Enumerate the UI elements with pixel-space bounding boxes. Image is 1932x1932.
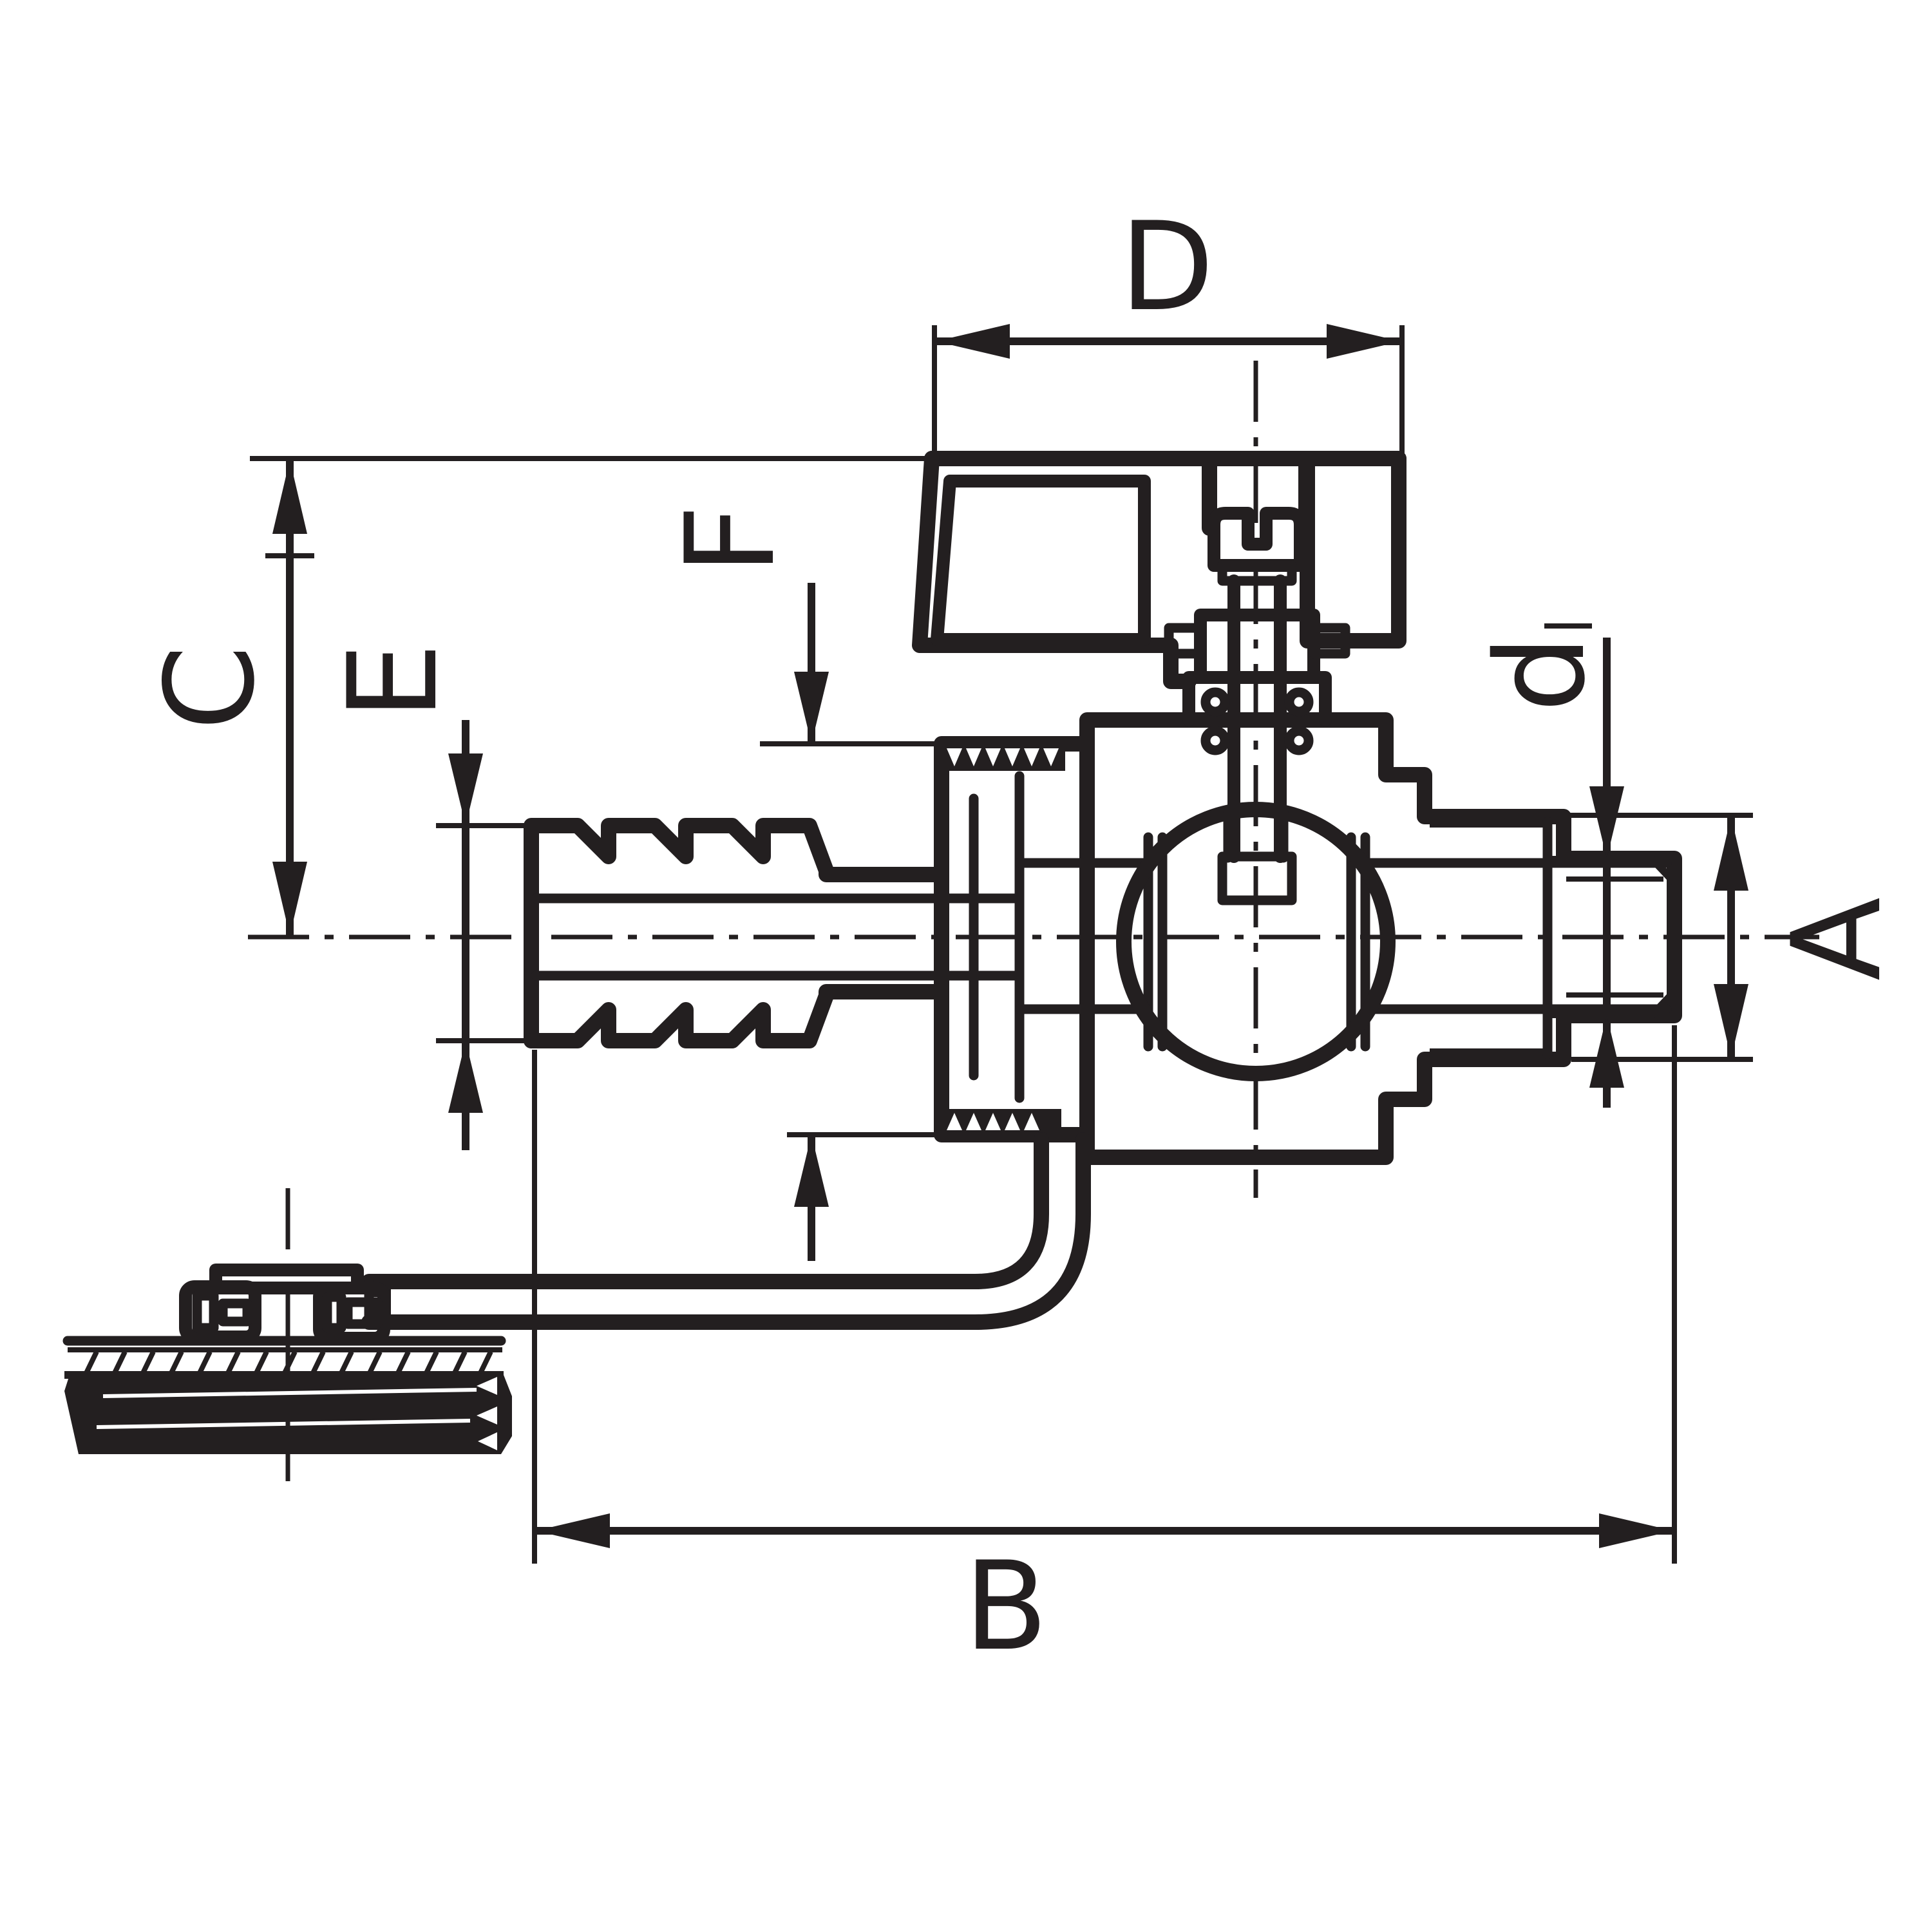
- lug-window: [343, 1297, 383, 1329]
- knurl-notch: [966, 1113, 981, 1130]
- tube-outer-wall: [361, 1132, 1091, 1330]
- flow-bore-lines: [1014, 858, 1672, 1014]
- barb-top-profile: [524, 818, 949, 1048]
- dim-F-extension-lines: [760, 741, 942, 1137]
- thread-root-lines: [1566, 876, 1663, 998]
- knurl-notch: [1024, 748, 1039, 766]
- barb-bottom-profile: [524, 984, 949, 1048]
- stem-seal-oring: [1200, 726, 1230, 755]
- lug-window: [192, 1291, 219, 1333]
- dim-E-extension-lines: [436, 823, 532, 1043]
- dimension-C: C: [139, 456, 932, 936]
- dim-B-arrow-left: [536, 1513, 610, 1548]
- knurl-notch: [947, 748, 962, 766]
- dim-d-arrow-down: [1589, 786, 1624, 858]
- lug-window: [218, 1298, 252, 1327]
- tube-inner-wall: [361, 1132, 1049, 1289]
- bonnet-flange: [1182, 671, 1332, 726]
- stem-shaft: [1227, 574, 1287, 863]
- dim-d-tick-lines: [1549, 856, 1639, 1018]
- drain-cap: [62, 1264, 512, 1481]
- dim-label-e: E: [322, 643, 464, 720]
- knurl-notch: [985, 748, 1001, 766]
- ball-seats: [1143, 832, 1370, 1052]
- dim-label-d-upper: D: [1120, 196, 1214, 338]
- stem-seal-oring: [1200, 687, 1230, 717]
- stem-seal-oring: [1284, 687, 1314, 717]
- dim-label-b: B: [964, 1535, 1048, 1678]
- drain-tube: [361, 1132, 1091, 1330]
- body-outline: [1079, 712, 1682, 1165]
- knurl-notch: [1005, 748, 1020, 766]
- dim-label-d-lower: d: [1470, 635, 1612, 713]
- knurl-notch: [985, 1113, 1001, 1130]
- cap-band-highlight: [102, 1388, 477, 1398]
- dimension-D: D: [932, 196, 1405, 454]
- dim-D-extension-lines: [932, 325, 1405, 454]
- dim-E-arrow-down: [448, 753, 483, 826]
- cap-knurl-hatch: [84, 1350, 493, 1374]
- lug-window: [322, 1292, 346, 1333]
- dim-D-arrow-left: [936, 324, 1010, 359]
- union-nut: [934, 736, 1095, 1142]
- dim-F-arrow-down: [794, 672, 829, 744]
- dimension-d: d: [1470, 623, 1639, 1108]
- dim-A-extension-lines: [1553, 813, 1753, 1062]
- dim-d-arrow-up: [1589, 1016, 1624, 1088]
- dim-E-arrow-up: [448, 1041, 483, 1113]
- handle-right-block: [1300, 451, 1406, 649]
- cap-edge-notch: [478, 1432, 497, 1450]
- knurl-notch: [1024, 1113, 1039, 1130]
- ball: [1116, 802, 1396, 1081]
- screw-washer: [1217, 560, 1297, 586]
- cap-band-highlight: [96, 1419, 471, 1429]
- dim-D-arrow-right: [1327, 324, 1401, 359]
- dim-A-arrow-down: [1714, 984, 1748, 1058]
- dimension-F: F: [659, 504, 942, 1261]
- dimension-B: B: [532, 1025, 1677, 1678]
- stem-assembly: [1164, 457, 1350, 905]
- collar-chamfer-lines: [1430, 822, 1544, 1054]
- stem-foot: [1217, 851, 1297, 905]
- dim-C-arrow-up: [272, 460, 307, 534]
- dim-C-arrow-down: [272, 862, 307, 936]
- handle-grip-panel: [931, 475, 1151, 646]
- handle: [912, 451, 1406, 689]
- dimension-E: E: [322, 643, 532, 1150]
- dim-label-c: C: [139, 645, 281, 731]
- stem-seal-oring: [1284, 726, 1314, 755]
- knurl-notch: [1005, 1113, 1020, 1130]
- dim-label-a-right: A: [1766, 897, 1908, 981]
- dim-A-arrow-up: [1714, 817, 1748, 891]
- dim-B-arrow-right: [1599, 1513, 1673, 1548]
- dim-B-extension-lines: [532, 1025, 1677, 1564]
- nut-internal-faces: [969, 771, 1025, 1103]
- cap-edge-notch: [477, 1377, 497, 1395]
- cap-edge-notch: [477, 1406, 497, 1425]
- dimension-A: A: [1553, 813, 1908, 1062]
- knurl-notch: [947, 1113, 962, 1130]
- dim-label-f: F: [659, 504, 802, 574]
- knurl-notch: [966, 748, 981, 766]
- dim-F-arrow-up: [794, 1135, 829, 1207]
- handle-grip-outline: [912, 451, 1197, 689]
- knurl-notch: [1043, 748, 1059, 766]
